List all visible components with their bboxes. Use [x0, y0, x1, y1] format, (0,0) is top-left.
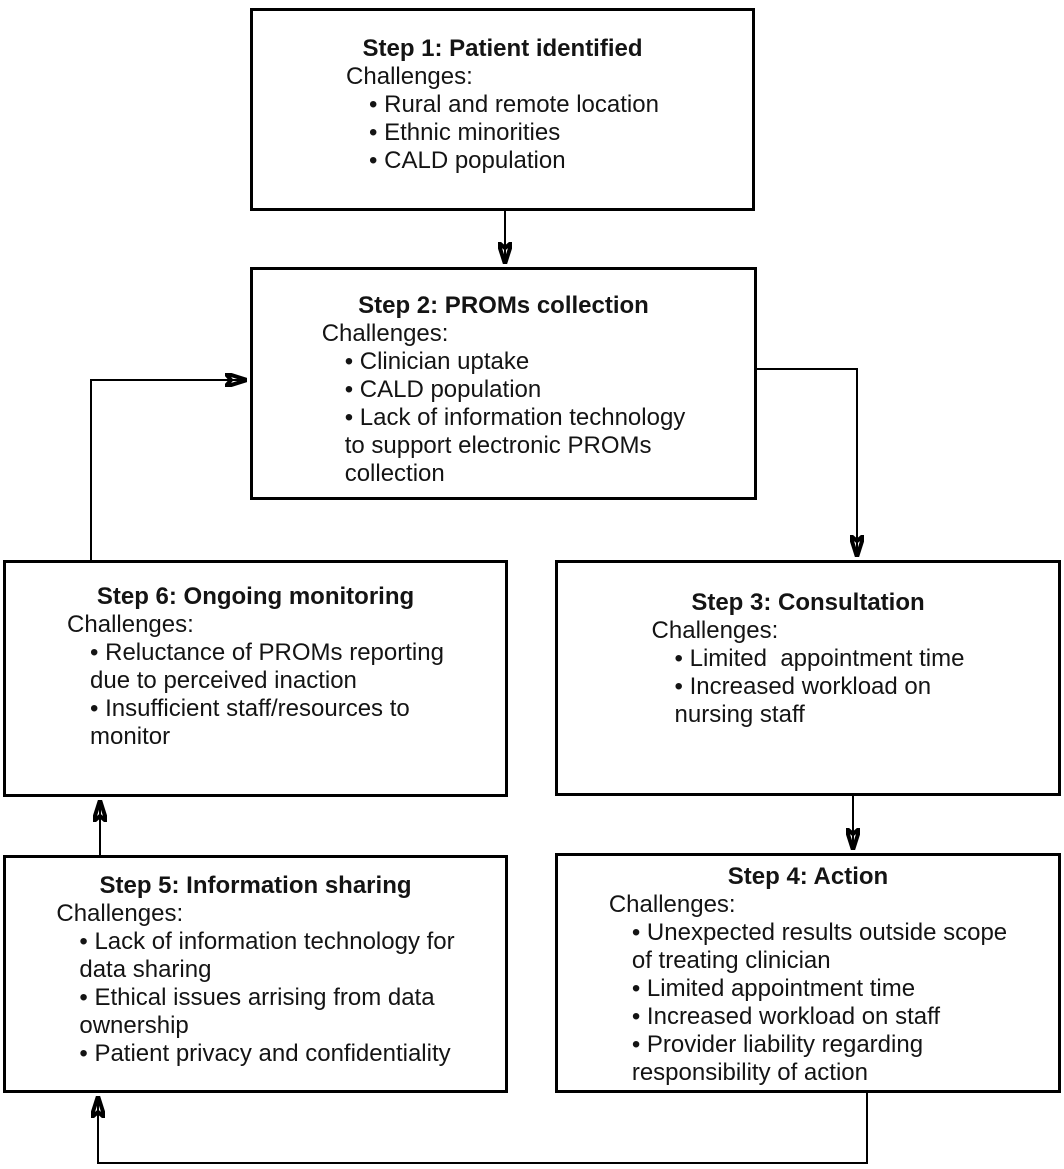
step2-box: Step 2: PROMs collection Challenges: • C…: [250, 267, 757, 500]
step3-bullet-1: • Limited appointment time: [674, 645, 965, 672]
step4-title: Step 4: Action: [727, 863, 889, 890]
step5-bullet-1: • Lack of information technology for dat…: [79, 928, 455, 983]
bullet-icon: •: [631, 1003, 647, 1030]
step5-bullet-3: • Patient privacy and confidentiality: [79, 1040, 451, 1067]
step3-content: Step 3: Consultation Challenges: • Limit…: [652, 589, 965, 729]
step4-bullet-4: • Provider liability regarding responsib…: [631, 1031, 924, 1086]
step1-box: Step 1: Patient identified Challenges: •…: [250, 8, 755, 211]
step2-bullet-2: • CALD population: [344, 376, 542, 403]
step5-bullet-2: • Ethical issues arrising from data owne…: [79, 984, 435, 1039]
step1-challenges-label: Challenges:: [346, 63, 473, 90]
step2-bullet-3: • Lack of information technology to supp…: [344, 404, 686, 487]
bullet-icon: •: [674, 645, 690, 672]
step4-challenges-label: Challenges:: [608, 891, 736, 918]
step4-bullet-2: • Limited appointment time: [631, 975, 916, 1002]
arrow-step2-to-step3: [756, 368, 857, 556]
step6-challenges-label: Challenges:: [67, 611, 194, 638]
step6-content: Step 6: Ongoing monitoring Challenges: •…: [67, 583, 444, 751]
arrow-step6-to-step2: [90, 380, 246, 561]
step4-bullet-3: • Increased workload on staff: [631, 1003, 940, 1030]
bullet-icon: •: [369, 147, 385, 174]
bullet-icon: •: [344, 348, 360, 375]
bullet-icon: •: [90, 695, 106, 722]
step2-challenges-label: Challenges:: [321, 320, 449, 347]
step3-bullet-2: • Increased workload on nursing staff: [674, 673, 932, 728]
step4-box: Step 4: Action Challenges: • Unexpected …: [555, 853, 1061, 1093]
bullet-icon: •: [344, 404, 360, 431]
step6-bullet-2: • Insufficient staff/resources to monito…: [90, 695, 410, 750]
step5-box: Step 5: Information sharing Challenges: …: [3, 855, 508, 1093]
step1-content: Step 1: Patient identified Challenges: •…: [346, 35, 659, 175]
bullet-icon: •: [90, 639, 106, 666]
step2-title: Step 2: PROMs collection: [358, 292, 649, 319]
bullet-icon: •: [631, 975, 647, 1002]
bullet-icon: •: [674, 673, 690, 700]
step1-bullet-1: • Rural and remote location: [369, 91, 659, 118]
bullet-icon: •: [631, 1031, 647, 1058]
step3-challenges-label: Challenges:: [651, 617, 779, 644]
bullet-icon: •: [79, 984, 95, 1011]
bullet-icon: •: [79, 928, 95, 955]
arrow-step4-to-step5: [98, 1092, 868, 1164]
step1-bullet-2: • Ethnic minorities: [369, 119, 561, 146]
step3-title: Step 3: Consultation: [691, 589, 925, 616]
step5-challenges-label: Challenges:: [56, 900, 184, 927]
bullet-icon: •: [344, 376, 360, 403]
step6-box: Step 6: Ongoing monitoring Challenges: •…: [3, 560, 508, 797]
step4-bullet-1: • Unexpected results outside scope of tr…: [631, 919, 1008, 974]
step1-title: Step 1: Patient identified: [362, 35, 643, 62]
step5-content: Step 5: Information sharing Challenges: …: [56, 872, 454, 1068]
bullet-icon: •: [369, 119, 385, 146]
step2-content: Step 2: PROMs collection Challenges: • C…: [322, 292, 686, 488]
bullet-icon: •: [631, 919, 647, 946]
step4-content: Step 4: Action Challenges: • Unexpected …: [609, 863, 1007, 1087]
step6-bullet-1: • Reluctance of PROMs reporting due to p…: [90, 639, 444, 694]
step2-bullet-1: • Clinician uptake: [344, 348, 530, 375]
bullet-icon: •: [79, 1040, 95, 1067]
step1-bullet-3: • CALD population: [369, 147, 566, 174]
step5-title: Step 5: Information sharing: [99, 872, 412, 899]
step6-title: Step 6: Ongoing monitoring: [96, 583, 415, 610]
step3-box: Step 3: Consultation Challenges: • Limit…: [555, 560, 1061, 796]
bullet-icon: •: [369, 91, 385, 118]
